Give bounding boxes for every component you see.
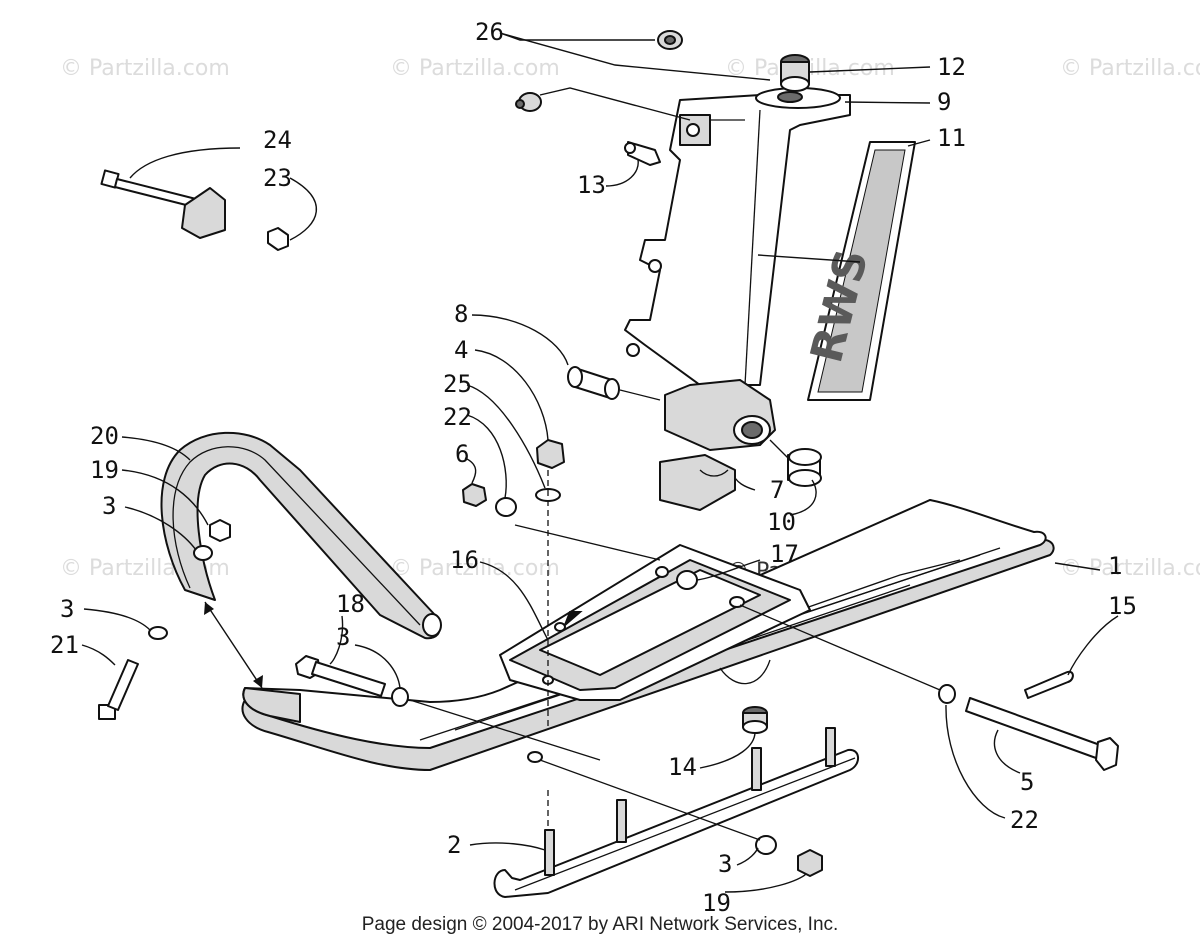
callout-4: 4 <box>454 336 468 364</box>
plug <box>780 54 810 92</box>
nut-26-top <box>657 30 683 50</box>
callout-7: 7 <box>770 476 784 504</box>
bolt-18 <box>295 655 386 697</box>
callout-26: 26 <box>475 18 504 46</box>
watermark: © Partzilla.com <box>60 56 230 81</box>
bolt-24 <box>100 169 201 209</box>
ski-loop-handle <box>160 431 442 640</box>
leader-lines <box>81 32 1119 893</box>
nut-26-left <box>515 92 542 112</box>
callout-19-upper: 19 <box>90 456 119 484</box>
washer-22-left <box>495 497 517 517</box>
copyright-footer: Page design © 2004-2017 by ARI Network S… <box>361 914 839 935</box>
callout-25: 25 <box>443 370 472 398</box>
callout-9: 9 <box>937 88 951 116</box>
watermark: © Partzilla.com <box>390 556 560 581</box>
spindle-housing <box>624 87 851 386</box>
bushing-8 <box>567 366 620 400</box>
nut-19-lower <box>797 849 823 877</box>
callout-17: 17 <box>770 540 799 568</box>
washer-17 <box>676 570 698 590</box>
spindle-knuckle <box>664 379 776 451</box>
rws-decal: RWS <box>801 141 916 401</box>
washer-3-upper <box>193 545 213 561</box>
callout-22-lower: 22 <box>1010 806 1039 834</box>
watermark: © Partzilla.com <box>390 56 560 81</box>
callout-10: 10 <box>767 508 796 536</box>
callout-1: 1 <box>1108 552 1122 580</box>
callout-13: 13 <box>577 171 606 199</box>
watermark: © Partzilla.com <box>1060 556 1200 581</box>
callout-22-upper: 22 <box>443 403 472 431</box>
watermark: © Partzilla.com <box>1060 56 1200 81</box>
nut-19-upper <box>209 519 231 542</box>
washer-22-right <box>938 684 956 704</box>
callout-18: 18 <box>336 590 365 618</box>
callout-16: 16 <box>450 546 479 574</box>
washer-3-bottom <box>755 835 777 855</box>
callout-2: 2 <box>447 831 461 859</box>
bushing-10 <box>787 448 822 487</box>
spacer-14 <box>742 706 768 734</box>
callout-12: 12 <box>937 53 966 81</box>
bolt-5 <box>965 697 1119 771</box>
callout-5: 5 <box>1020 768 1034 796</box>
cotter-pin-15 <box>1024 670 1074 699</box>
callout-23: 23 <box>263 164 292 192</box>
washer-3-mid <box>391 687 409 707</box>
callout-3-bottom: 3 <box>718 850 732 878</box>
callout-20: 20 <box>90 422 119 450</box>
nut-4 <box>536 439 565 469</box>
cam-23 <box>181 187 226 239</box>
callout-3-mid: 3 <box>336 623 350 651</box>
callout-labels: 26 12 9 11 13 24 23 8 4 25 22 6 7 10 16 … <box>50 18 1137 917</box>
callout-11: 11 <box>937 124 966 152</box>
rubber-block <box>659 454 736 511</box>
nut-23 <box>267 227 289 251</box>
callout-24: 24 <box>263 126 292 154</box>
callout-8: 8 <box>454 300 468 328</box>
callout-14: 14 <box>668 753 697 781</box>
callout-21: 21 <box>50 631 79 659</box>
bolt-21 <box>98 659 139 720</box>
callout-15: 15 <box>1108 592 1137 620</box>
carbide-runner <box>493 727 859 898</box>
callout-3-upper: 3 <box>102 492 116 520</box>
callout-19-lower: 19 <box>702 889 731 917</box>
nut-6 <box>462 483 487 507</box>
ski-saddle <box>499 544 811 701</box>
grease-fitting <box>624 141 661 166</box>
callout-6: 6 <box>455 440 469 468</box>
washer-3-lower <box>148 626 168 640</box>
callout-3-left: 3 <box>60 595 74 623</box>
